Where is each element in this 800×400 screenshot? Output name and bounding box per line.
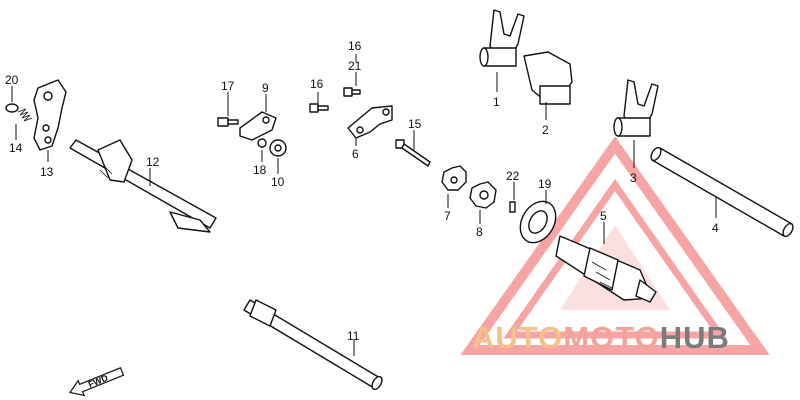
callout-21: 21 — [348, 59, 362, 73]
callout-7: 7 — [444, 209, 451, 223]
leader-lines — [11, 54, 717, 356]
callout-17: 17 — [221, 79, 235, 93]
part-21-bolt — [343, 87, 361, 97]
callout-20: 20 — [5, 73, 19, 87]
callout-22: 22 — [506, 169, 520, 183]
part-5-shift-drum — [555, 235, 657, 303]
part-16-bolt-left — [309, 103, 329, 113]
callout-3: 3 — [630, 171, 637, 185]
callout-labels: 1 2 3 4 5 6 7 8 9 10 11 12 13 14 15 16 1… — [5, 39, 719, 343]
part-9-plate — [239, 111, 277, 141]
fwd-label: FWD — [87, 372, 110, 389]
callout-4: 4 — [712, 221, 719, 235]
callout-8: 8 — [476, 225, 483, 239]
part-12-shift-spindle — [69, 139, 217, 233]
part-15-bolt — [395, 139, 431, 167]
callout-15: 15 — [408, 117, 422, 131]
callout-1: 1 — [493, 95, 500, 109]
callout-13: 13 — [40, 165, 54, 179]
part-19-bearing — [519, 200, 557, 244]
part-2-shift-fork — [523, 51, 573, 105]
watermark-hub: HUB — [660, 320, 730, 355]
callout-16-left: 16 — [310, 77, 324, 91]
part-11-shift-shaft — [243, 299, 383, 391]
part-20-nut — [5, 103, 19, 113]
part-13-stopper-plate — [33, 79, 67, 151]
callout-14: 14 — [9, 141, 23, 155]
forward-direction-indicator: FWD — [69, 367, 125, 397]
part-7-stopper-cam — [441, 165, 467, 191]
part-17-bolt — [217, 117, 239, 127]
callout-6: 6 — [352, 147, 359, 161]
part-18-washer — [257, 138, 267, 148]
svg-text:AUTOMOTOHUB: AUTOMOTOHUB — [472, 320, 730, 355]
callout-9: 9 — [262, 81, 269, 95]
part-1-shift-fork — [479, 9, 525, 67]
callout-2: 2 — [542, 123, 549, 137]
part-22-pin — [509, 201, 516, 213]
part-14-spring — [17, 108, 33, 122]
part-10-spring-clip — [269, 139, 287, 157]
callout-5: 5 — [600, 209, 607, 223]
callout-19: 19 — [538, 177, 552, 191]
part-4-fork-shaft — [650, 146, 794, 238]
part-8-shift-cam — [469, 181, 497, 209]
fwd-arrow-icon — [69, 367, 125, 397]
callout-18: 18 — [253, 163, 267, 177]
callout-10: 10 — [271, 175, 285, 189]
watermark-auto: AUTO — [472, 320, 563, 355]
watermark-logo: AUTOMOTOHUB — [472, 320, 730, 355]
callout-16-top: 16 — [348, 39, 362, 53]
part-3-shift-fork — [613, 79, 659, 137]
part-6-guide-plate — [347, 105, 393, 139]
callout-11: 11 — [347, 329, 360, 343]
watermark-moto: MOTO — [563, 320, 659, 355]
callout-12: 12 — [146, 155, 160, 169]
